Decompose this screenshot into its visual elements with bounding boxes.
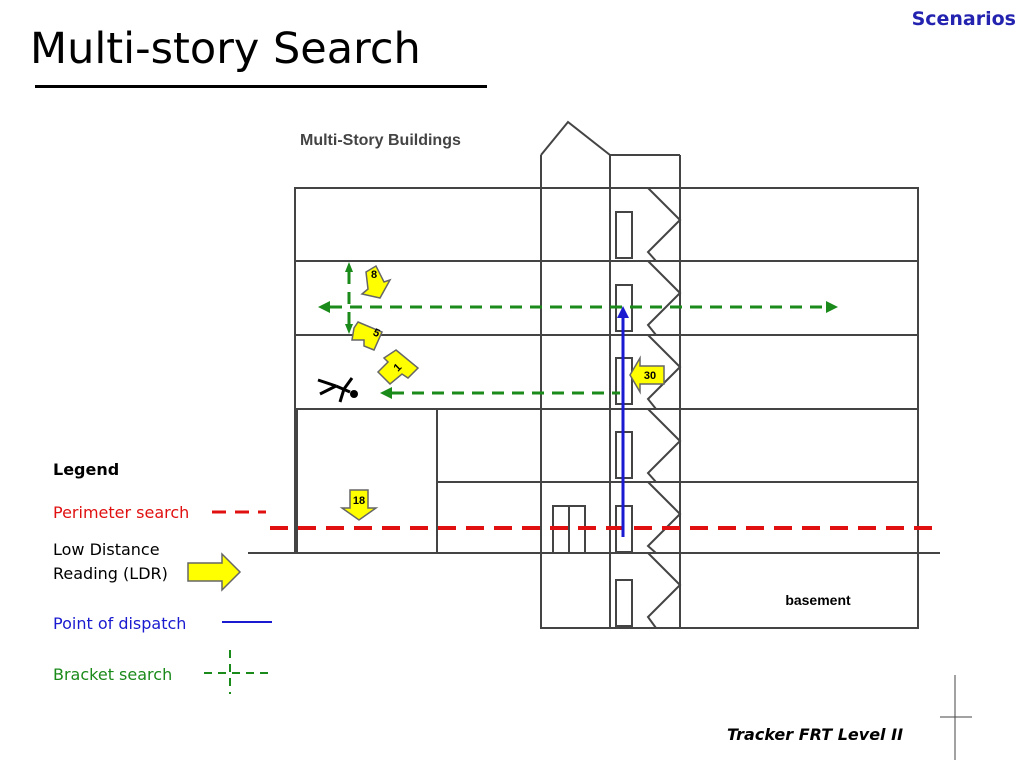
tower-roof [540, 120, 611, 156]
basement-label: basement [785, 592, 851, 608]
door [615, 579, 633, 627]
legend-title: Legend [53, 460, 120, 479]
ldr-label: 8 [371, 269, 377, 281]
legend-ldr-label: Low Distance Reading (LDR) [53, 540, 168, 583]
legend-bracket-label: Bracket search [53, 665, 173, 684]
ldr-arrow-18: 18 [339, 489, 379, 521]
footer-course-label: Tracker FRT Level II [727, 725, 904, 744]
door [615, 211, 633, 259]
dispatch-path [617, 306, 629, 537]
staircase [646, 187, 682, 629]
victim-figure [317, 377, 358, 403]
legend-bracket-symbol [204, 650, 270, 694]
ldr-arrow-30: 30 [629, 355, 665, 395]
ldr-label: 30 [644, 370, 656, 382]
legend-ldr-symbol [187, 552, 242, 592]
ldr-arrow-8: 8 [360, 264, 392, 299]
ldr-arrow-1: 1 [376, 349, 420, 386]
ldr-label: 5 [371, 327, 382, 340]
basement-block [540, 552, 919, 629]
bracket-arrowheads [318, 262, 838, 399]
figure-caption: Multi-Story Buildings [300, 132, 461, 149]
ldr-arrow-5: 5 [351, 321, 383, 351]
section-label: Scenarios [911, 8, 1016, 30]
ground-annex [296, 408, 438, 554]
bracket-search-path [330, 272, 826, 395]
legend-dispatch-label: Point of dispatch [53, 614, 187, 633]
title-underline [35, 85, 487, 88]
slide-title: Multi-story Search [30, 24, 421, 74]
ldr-label: 18 [353, 495, 365, 507]
legend-perimeter-label: Perimeter search [53, 503, 190, 522]
